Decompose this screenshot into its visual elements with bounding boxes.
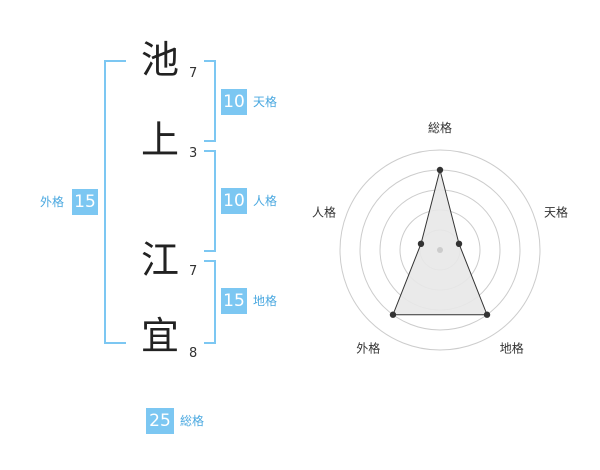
radar-area [392, 169, 488, 316]
radar-point-3 [389, 311, 397, 318]
jinkaku-value: 10 [221, 188, 247, 214]
radar-axis-label-4: 人格 [312, 204, 336, 219]
stroke-count-3: 7 [189, 264, 198, 279]
tenkaku-label: 天格 [253, 95, 278, 109]
name-char-3: 江 [140, 238, 179, 282]
radar-point-1 [455, 240, 463, 248]
name-char-1: 池 [140, 38, 179, 82]
radar-center [437, 247, 443, 253]
radar-axis-label-2: 地格 [500, 341, 524, 356]
stroke-count-2: 3 [189, 146, 198, 161]
soukaku-value: 25 [146, 408, 174, 434]
chikaku-bracket [204, 260, 216, 344]
stroke-count-4: 8 [189, 346, 198, 361]
soukaku-label: 総格 [180, 414, 205, 428]
name-char-4: 宜 [140, 314, 179, 358]
radar-axis-label-0: 総格 [428, 120, 452, 135]
radar-point-4 [417, 240, 425, 248]
radar-point-2 [483, 311, 491, 318]
radar-axis-label-1: 天格 [544, 204, 568, 219]
gaikaku-label: 外格 [40, 195, 65, 209]
gaikaku-bracket [104, 60, 126, 344]
tenkaku-value: 10 [221, 89, 247, 115]
tenkaku-bracket [204, 60, 216, 142]
chikaku-value: 15 [221, 288, 247, 314]
radar-point-0 [436, 166, 444, 174]
name-char-2: 上 [140, 118, 179, 162]
stroke-count-1: 7 [189, 66, 198, 81]
gaikaku-value: 15 [72, 189, 98, 215]
jinkaku-label: 人格 [253, 194, 278, 208]
jinkaku-bracket [204, 150, 216, 252]
radar-axis-label-3: 外格 [356, 341, 380, 356]
chikaku-label: 地格 [253, 294, 278, 308]
